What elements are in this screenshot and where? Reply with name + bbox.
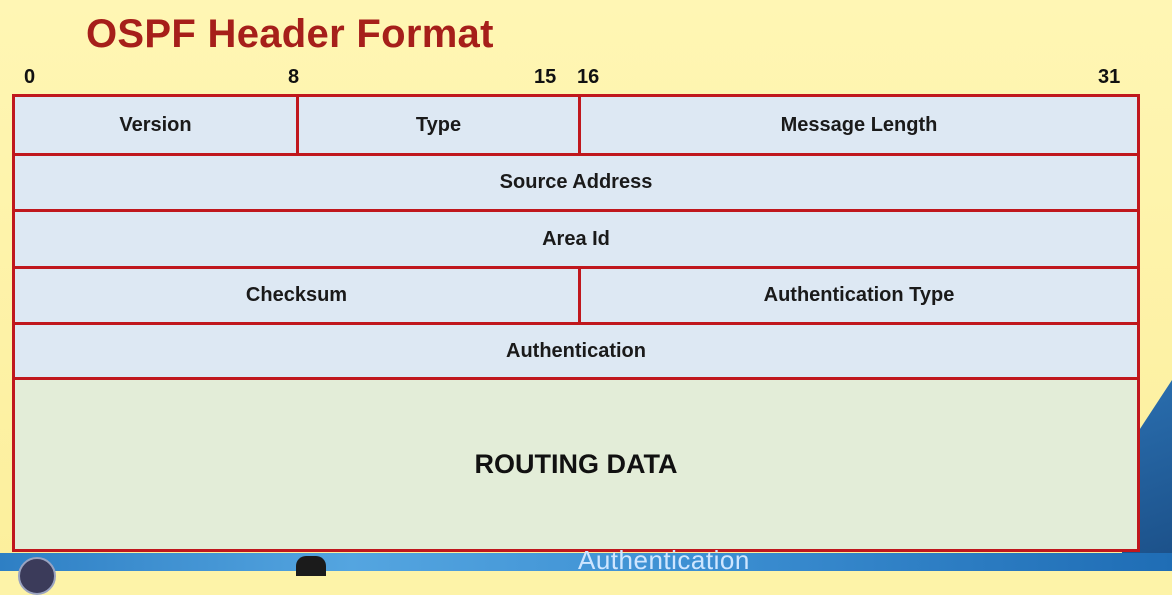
row-divider [15, 322, 1137, 325]
institute-logo-icon [18, 557, 56, 595]
field-authentication-type: Authentication Type [581, 269, 1137, 322]
page-title: OSPF Header Format [86, 12, 494, 56]
column-divider [578, 97, 581, 153]
footer-text: Authentication [578, 547, 750, 571]
graduation-cap-icon [296, 556, 326, 576]
column-divider [578, 266, 581, 322]
row-divider [15, 377, 1137, 380]
bit-label-8: 8 [288, 66, 300, 88]
field-area-id: Area Id [15, 212, 1137, 266]
bit-label-15: 15 [534, 66, 557, 88]
field-type: Type [299, 97, 578, 153]
bit-label-31: 31 [1098, 66, 1121, 88]
field-message-length: Message Length [581, 97, 1137, 153]
field-checksum: Checksum [15, 269, 578, 322]
field-authentication: Authentication [15, 325, 1137, 377]
row-divider [15, 209, 1137, 212]
field-source-address: Source Address [15, 156, 1137, 209]
field-version: Version [15, 97, 296, 153]
field-routing-data: ROUTING DATA [15, 380, 1137, 549]
row-divider [15, 266, 1137, 269]
column-divider [296, 97, 299, 153]
footer-banner [0, 553, 1172, 571]
row-divider [15, 153, 1137, 156]
ospf-header-table: Version Type Message Length Source Addre… [12, 94, 1140, 552]
bit-label-0: 0 [24, 66, 36, 88]
bit-label-16: 16 [577, 66, 600, 88]
